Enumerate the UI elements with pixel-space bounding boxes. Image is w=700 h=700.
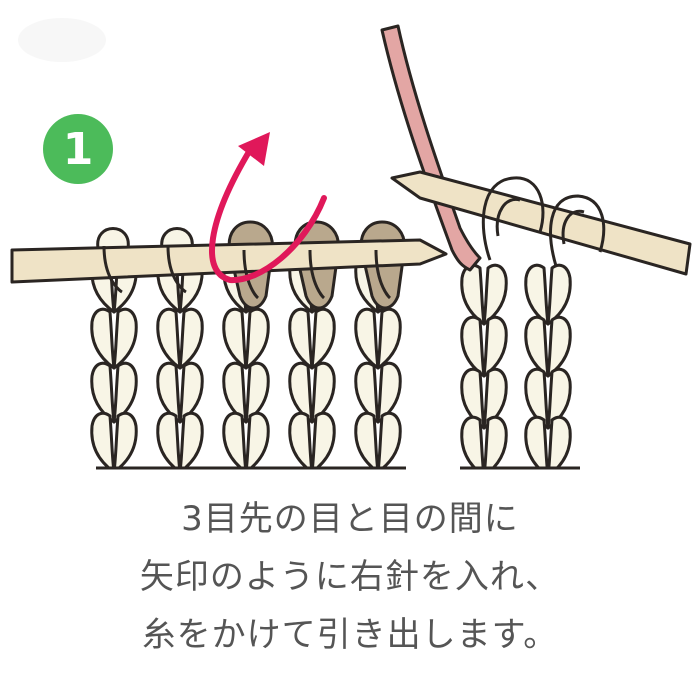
fabric-bottom-mask (0, 468, 700, 508)
working-yarn (380, 24, 482, 272)
right-needle-loops (481, 176, 606, 267)
needle-loops-front (102, 245, 392, 300)
background-blob (18, 18, 106, 62)
caption-line-2: 矢印のように右針を入れ、 (139, 557, 561, 597)
knitted-fabric-right (460, 263, 572, 478)
instruction-caption: 3目先の目と目の間に 矢印のように右針を入れ、 糸をかけて引き出します。 (0, 490, 700, 664)
caption-line-1: 3目先の目と目の間に (181, 499, 519, 539)
left-needle (10, 238, 448, 284)
caption-line-3: 糸をかけて引き出します。 (141, 615, 559, 655)
step-badge: 1 (43, 114, 113, 184)
curved-arrow-icon (209, 132, 327, 284)
